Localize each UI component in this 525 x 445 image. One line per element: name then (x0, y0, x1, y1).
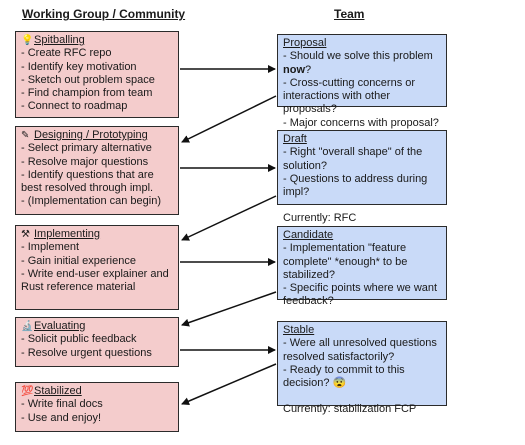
stage-item: - Resolve urgent questions (21, 346, 152, 359)
stage-item: - Sketch out problem space (21, 73, 155, 86)
stage-item: - Identify questions that are best resol… (21, 168, 157, 195)
stage-item: - Create RFC repo (21, 47, 112, 60)
stage-item: - Right "overall shape" of the solution? (283, 146, 426, 172)
stage-proposal: Proposal - Should we solve this problem … (277, 34, 447, 129)
microscope-icon: 🔬 (21, 321, 34, 332)
pencil-icon: ✎ (21, 130, 30, 141)
stage-item: - Connect to roadmap (21, 100, 128, 113)
stage-title: Candidate (283, 229, 334, 241)
arrow-draft-to-implementing (181, 195, 277, 241)
stage-item: - Use and enjoy! (21, 411, 102, 424)
stage-stabilized: 💯Stabilized - Write final docs - Use and… (15, 382, 179, 432)
stage-draft: Draft - Right "overall shape" of the sol… (277, 130, 447, 224)
stage-title: Stable (283, 324, 315, 336)
stage-item: - Implementation "feature complete" *eno… (283, 242, 411, 281)
stage-spitballing: 💡Spitballing - Create RFC repo - Identif… (15, 31, 179, 118)
stage-item: - Resolve major questions (21, 155, 149, 168)
stage-evaluating: 🔬Evaluating - Solicit public feedback - … (15, 317, 179, 367)
stage-title: Spitballing (34, 34, 85, 46)
stage-title: Evaluating (34, 320, 86, 332)
working-group-header: Working Group / Community (22, 7, 186, 21)
stage-title: Designing / Prototyping (34, 129, 148, 141)
stage-item: - Cross-cutting concerns or interactions… (283, 76, 419, 116)
stage-stable: Stable - Were all unresolved questions r… (277, 321, 447, 415)
stage-item: - Were all unresolved questions resolved… (283, 337, 440, 363)
stage-implementing: ⚒ Implementing - Implement - Gain initial… (15, 225, 179, 310)
stage-title: Draft (283, 133, 307, 145)
stage-item: - Specific points where we want feedback… (283, 282, 441, 308)
arrow-proposal-to-designing (181, 95, 277, 143)
hammer-wrench-icon: ⚒ (21, 229, 30, 240)
stage-item: - Identify key motivation (21, 60, 137, 73)
stage-item: - Find champion from team (21, 87, 153, 100)
stage-candidate: Candidate - Implementation "feature comp… (277, 226, 447, 307)
stage-item: - Write end-user explainer and Rust refe… (21, 267, 172, 294)
hundred-points-icon: 💯 (21, 386, 34, 397)
stage-item: - Major concerns with proposal? (283, 116, 439, 129)
stage-title: Implementing (34, 228, 101, 240)
arrow-stable-to-stabilized (181, 363, 277, 405)
stage-status: Currently: stabilization FCP (283, 403, 417, 416)
team-header: Team (334, 7, 365, 21)
stage-designing-prototyping: ✎ Designing / Prototyping - Select primar… (15, 126, 179, 215)
stage-item: - Ready to commit to this decision? 😨 (283, 363, 408, 390)
stage-item: - Questions to address during impl? (283, 172, 431, 199)
stage-item: - Write final docs (21, 398, 103, 411)
stage-item: - Select primary alternative (21, 142, 152, 155)
stage-item: - Should we solve this problem now? (283, 50, 436, 76)
stage-title: Stabilized (34, 385, 82, 397)
lightbulb-icon: 💡 (21, 35, 34, 46)
stage-status: Currently: RFC (283, 212, 357, 225)
stage-item: - (Implementation can begin) (21, 195, 162, 208)
stage-item: - Solicit public feedback (21, 333, 137, 346)
arrow-candidate-to-evaluating (181, 291, 277, 327)
stage-title: Proposal (283, 37, 327, 49)
stage-item: - Gain initial experience (21, 254, 136, 267)
stage-item: - Implement (21, 241, 80, 254)
